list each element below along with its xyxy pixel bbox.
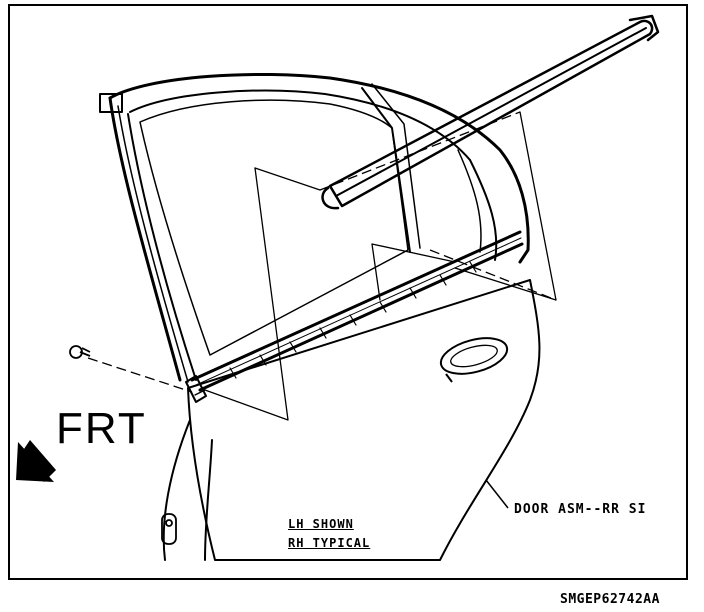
frame-pillar-left-inner <box>127 113 197 381</box>
weatherstrip-part-bottom <box>321 186 340 210</box>
door-callout-leader <box>485 479 509 509</box>
rear-quarter-edge-2 <box>457 149 482 253</box>
frame-pillar-left-mid <box>117 105 189 383</box>
weatherstrip-part-line <box>335 27 647 197</box>
frame-pillar-left-outer <box>108 96 182 382</box>
weatherstrip-part-top <box>328 19 654 208</box>
beltline-strip-inner <box>198 242 524 392</box>
figure-frame <box>8 4 688 580</box>
door-lower-contour <box>162 419 191 561</box>
beltline-end-cap <box>185 375 207 403</box>
view-note-lh: LH SHOWN <box>288 517 354 531</box>
door-front-edge <box>204 439 213 561</box>
beltline-strip-shade <box>195 237 522 386</box>
door-assembly-callout: DOOR ASM--RR SI <box>514 502 647 517</box>
rear-quarter-edge <box>469 159 498 261</box>
door-outer-panel <box>187 279 541 561</box>
window-frame-inner <box>129 89 471 161</box>
front-direction-arrow-icon <box>16 440 56 482</box>
door-lock-icon <box>161 513 177 545</box>
view-plane-left-top <box>254 167 321 191</box>
view-plane-left <box>194 167 289 421</box>
view-note-rh: RH TYPICAL <box>288 536 371 550</box>
door-handle-icon <box>439 337 509 383</box>
figure-code: SMGEP62742AA <box>560 592 660 607</box>
window-frame-outer <box>108 72 530 264</box>
fastener-leader <box>87 357 193 393</box>
strip-leader <box>319 111 521 191</box>
weatherstrip-part-end <box>628 14 660 42</box>
frame-corner-cap <box>99 93 123 113</box>
rear-glass-channel <box>361 87 411 253</box>
beltline-strip-outer <box>190 230 522 382</box>
part-leader <box>429 249 557 301</box>
front-direction-label: FRT <box>56 404 147 453</box>
screw-icon <box>69 345 91 359</box>
rear-glass-channel-2 <box>371 83 421 249</box>
window-glass <box>139 99 409 356</box>
